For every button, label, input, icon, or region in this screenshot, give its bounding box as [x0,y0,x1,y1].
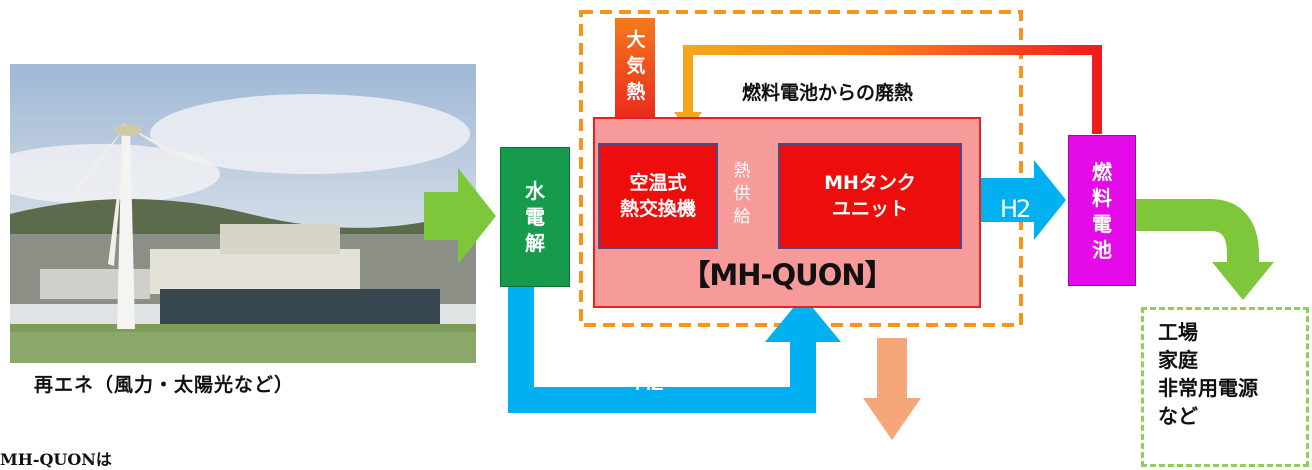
air-heat-arrow [615,18,655,118]
heat-output-arrow [877,338,907,398]
air-heat-char-3: 熱 [626,81,646,103]
waste-heat-arrow [683,45,1102,134]
heat-supply-char-2: 供 [733,184,751,204]
h2-label-right: H2 [1000,195,1031,223]
mh-tank-line-2: ユニット [831,198,908,220]
renewable-arrow [424,168,496,264]
heat-supply-char-1: 熱 [733,161,751,181]
electrolysis-char-2: 電 [525,205,545,229]
air-heat-label: 大 気 熱 [618,27,654,105]
h2-label-bottom: H2 [634,368,665,396]
note-text: MH-QUONは [0,450,112,469]
usage-item-factory: 工場 [1158,320,1198,344]
photo-caption: 再エネ（風力・太陽光など） [34,374,295,396]
usage-item-home: 家庭 [1158,348,1198,372]
heat-supply-label: 熱 供 給 [724,160,760,229]
air-heat-char-1: 大 [626,29,646,51]
waste-heat-label: 燃料電池からの廃熱 [742,82,914,104]
electrolysis-char-1: 水 [525,179,545,203]
fuel-cell-char-4: 池 [1092,237,1112,262]
mh-quon-label: 【MH-QUON】 [681,258,893,292]
mh-tank-line-1: MHタンク [824,172,916,194]
usage-list-box: 工場 家庭 非常用電源 など [1141,307,1309,467]
fuel-cell-char-2: 料 [1092,185,1112,210]
fuel-cell-char-1: 燃 [1092,159,1112,184]
air-heat-exchanger-box: 空温式 熱交換機 [598,143,718,249]
h2-right-arrow [980,160,1066,240]
heat-exchanger-line-2: 熱交換機 [619,198,696,220]
power-output-arrow [1136,199,1259,262]
electrolysis-char-3: 解 [525,231,545,255]
wind-turbine-icon [10,64,476,363]
usage-item-emergency-power: 非常用電源 [1158,376,1258,400]
electrolysis-box: 水 電 解 [500,147,570,287]
heat-supply-char-3: 給 [733,207,751,227]
air-heat-char-2: 気 [626,55,646,77]
usage-item-etc: など [1158,404,1198,428]
renewable-energy-photo [10,64,476,363]
fuel-cell-box: 燃 料 電 池 [1068,135,1136,286]
h2-bottom-arrow [508,287,816,413]
heat-exchanger-line-1: 空温式 [629,172,687,194]
mh-tank-unit-box: MHタンク ユニット [778,143,962,249]
fuel-cell-char-3: 電 [1092,211,1112,236]
